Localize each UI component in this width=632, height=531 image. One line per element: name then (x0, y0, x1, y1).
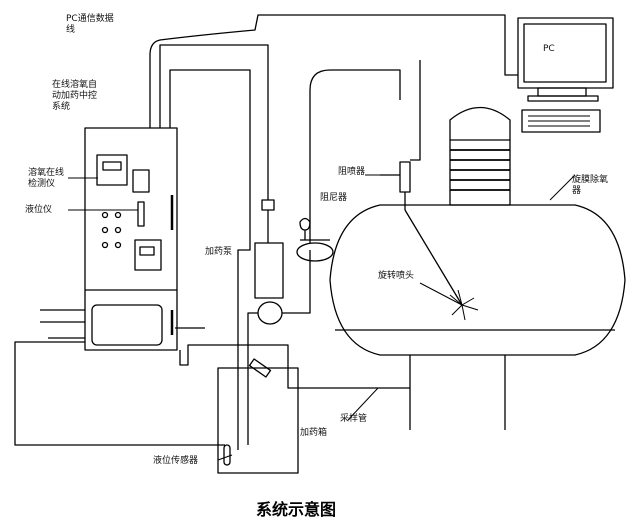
level-meter-label: 液位仪 (25, 205, 53, 215)
dosing-pump (159, 44, 311, 445)
sensor-line (169, 69, 251, 450)
do-meter-label: 溶氧在线 检测仪 (28, 168, 65, 189)
deaerator-vessel (329, 107, 626, 430)
pc-communication-line (149, 14, 518, 128)
dosing-pump-label: 加药泵 (205, 247, 233, 257)
control-system-label: 在线溶氧自 动加药中控 系统 (52, 80, 98, 112)
cabinet-pipes (14, 309, 410, 446)
damper (296, 69, 401, 262)
sampling-pipe-label: 采样管 (340, 414, 368, 424)
pc-label: PC (543, 44, 555, 54)
dosing-tank (217, 358, 299, 474)
rotary-nozzle-label: 旋转喷头 (378, 271, 415, 281)
control-cabinet (84, 127, 178, 351)
dosing-tank-label: 加药箱 (300, 428, 328, 438)
pc-line-label: PC通信数据 线 (66, 14, 114, 35)
diagram-title: 系统示意图 (256, 500, 337, 519)
damper-label: 阻尼器 (320, 193, 348, 203)
deaerator-label: 旋膜除氧 器 (572, 175, 609, 196)
level-sensor-label: 液位传感器 (153, 456, 199, 466)
check-valve-label: 阻喷器 (338, 167, 366, 177)
pc-computer-icon (517, 17, 614, 133)
